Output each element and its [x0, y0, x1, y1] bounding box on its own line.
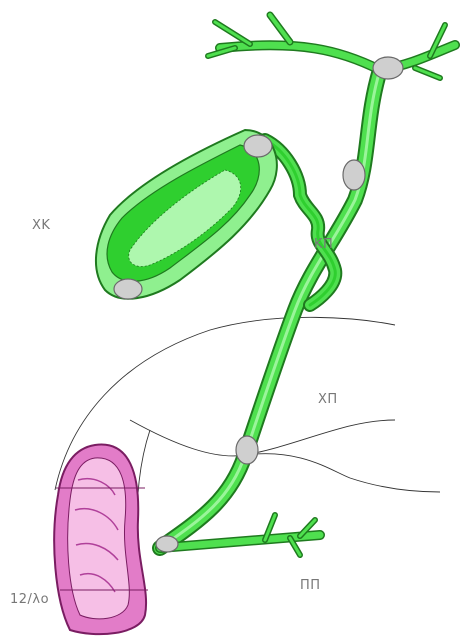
stone-ampulla [156, 536, 178, 552]
stone-gallbladder-neck [244, 135, 272, 157]
pancreas-curve [137, 430, 150, 540]
stone-gallbladder-fundus [114, 279, 142, 299]
stone-common-hepatic [343, 160, 365, 190]
label-bile-duct: ΧΠ [318, 392, 338, 407]
gallstones [114, 57, 403, 552]
label-duodenum: 12/λο [10, 592, 49, 607]
hepatic-ducts [208, 15, 455, 78]
label-gallbladder: ΧΚ [32, 218, 50, 233]
stone-hepatic-confluence [373, 57, 403, 79]
stone-bile-duct [236, 436, 258, 464]
label-cystic-duct: ΚΠ [314, 237, 333, 252]
liver-lower-curve [245, 454, 440, 492]
duodenum [54, 445, 148, 635]
label-pancreatic-duct: ΠΠ [300, 578, 321, 593]
